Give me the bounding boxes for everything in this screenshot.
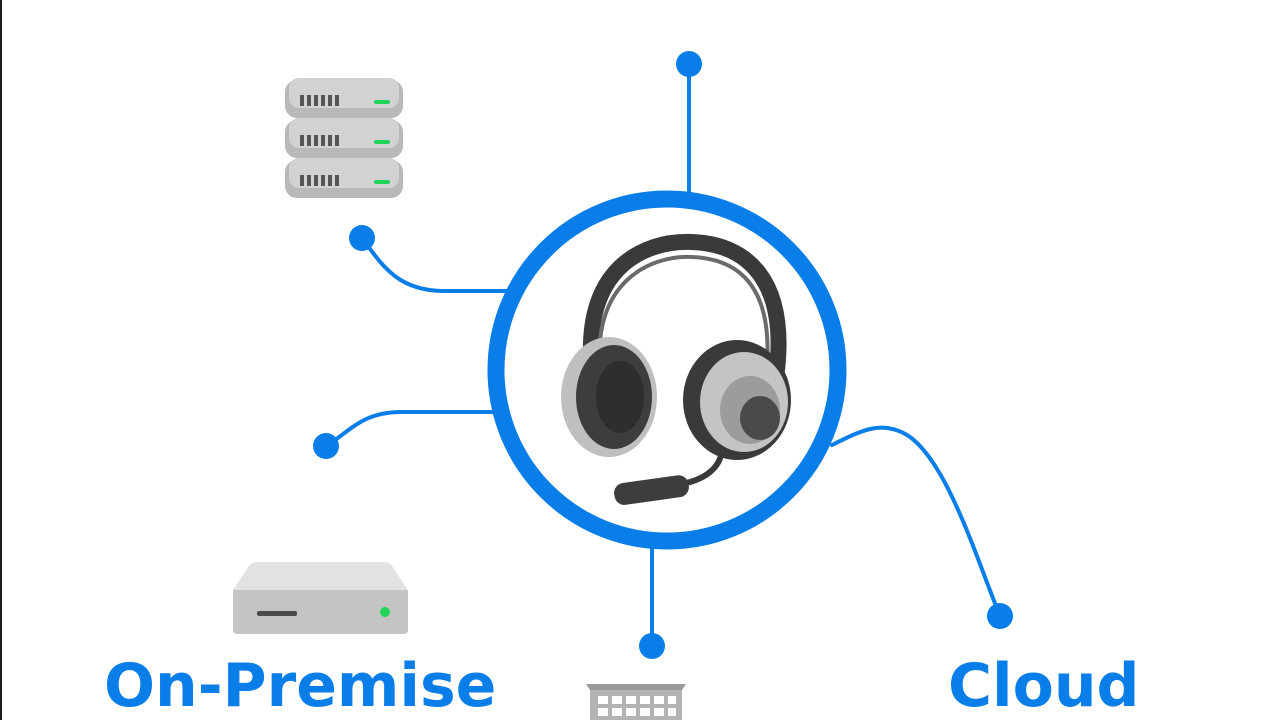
network-box-icon <box>233 562 408 634</box>
connector-dot-top <box>676 51 702 77</box>
headset-icon <box>561 233 791 505</box>
connector-lower-left <box>324 410 496 448</box>
on-premise-label: On-Premise <box>104 651 497 720</box>
connector-dot-upper-left <box>349 225 375 251</box>
connector-right <box>830 425 1002 618</box>
connector-dot-lower-left <box>313 433 339 459</box>
keyboard-icon <box>586 684 686 720</box>
connector-dot-bottom <box>639 633 665 659</box>
cloud-label: Cloud <box>948 651 1140 720</box>
connector-dot-right <box>987 603 1013 629</box>
server-stack-icon <box>285 78 403 198</box>
connector-upper-left <box>360 236 509 293</box>
